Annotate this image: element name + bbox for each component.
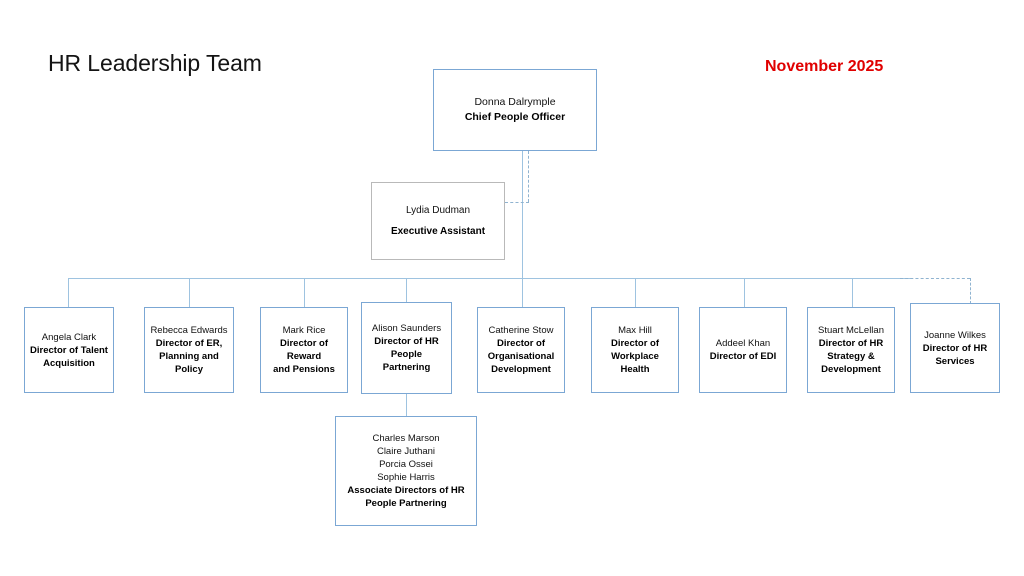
node-director-edi[interactable]: Addeel Khan Director of EDI xyxy=(699,307,787,393)
node-title-line1: Associate Directors of HR xyxy=(347,485,465,496)
node-director-workplace-health[interactable]: Max Hill Director of Workplace Health xyxy=(591,307,679,393)
node-title-line1: Director of HR xyxy=(818,338,884,349)
connector-drop-3 xyxy=(304,278,305,307)
node-director-hr-services[interactable]: Joanne Wilkes Director of HR Services xyxy=(910,303,1000,393)
node-name: Catherine Stow xyxy=(488,325,554,336)
node-title-line2: People Partnering xyxy=(382,349,431,373)
associate-name-1: Charles Marson xyxy=(372,433,440,444)
node-director-hr-people-partnering[interactable]: Alison Saunders Director of HR People Pa… xyxy=(361,302,452,394)
slide-date: November 2025 xyxy=(765,58,884,75)
node-title-line2: Reward xyxy=(286,351,322,362)
connector-drop-5 xyxy=(522,278,523,307)
node-title-line1: Director of HR xyxy=(922,342,988,354)
node-chief-people-officer[interactable]: Donna Dalrymple Chief People Officer xyxy=(433,69,597,151)
node-title-line3: Development xyxy=(491,364,551,375)
node-director-organisational-development[interactable]: Catherine Stow Director of Organisationa… xyxy=(477,307,565,393)
connector-associates-vertical xyxy=(406,394,407,416)
node-name: Angela Clark xyxy=(41,331,97,343)
associate-name-2: Claire Juthani xyxy=(376,446,436,457)
node-title: Chief People Officer xyxy=(464,111,566,123)
connector-drop-8 xyxy=(852,278,853,307)
connector-drop-1 xyxy=(68,278,69,307)
node-title-line1: Director of ER, xyxy=(155,338,223,349)
node-title-line2: Services xyxy=(935,355,975,367)
connector-ceo-vertical xyxy=(522,151,523,278)
node-associate-directors-hr-people-partnering[interactable]: Charles Marson Claire Juthani Porcia Oss… xyxy=(335,416,477,526)
node-director-talent-acquisition[interactable]: Angela Clark Director of Talent Acquisit… xyxy=(24,307,114,393)
node-title-line1: Director of HR xyxy=(374,336,439,347)
node-title-line2: Organisational xyxy=(487,351,555,362)
connector-drop-7 xyxy=(744,278,745,307)
associate-name-3: Porcia Ossei xyxy=(379,459,433,470)
node-director-hr-strategy-development[interactable]: Stuart McLellan Director of HR Strategy … xyxy=(807,307,895,393)
connector-hr-services-dashed-vertical xyxy=(970,278,971,304)
node-name: Rebecca Edwards xyxy=(150,325,228,336)
node-name: Alison Saunders xyxy=(371,323,442,334)
node-title-line3: and Pensions xyxy=(273,364,335,375)
node-title-line1: Director of xyxy=(496,338,546,349)
connector-hr-services-dashed-horizontal xyxy=(900,278,970,279)
node-executive-assistant[interactable]: Lydia Dudman Executive Assistant xyxy=(371,182,505,260)
node-title-line3: Policy xyxy=(175,364,203,375)
node-title-line2: Planning and xyxy=(159,351,219,362)
connector-bus-horizontal xyxy=(68,278,912,279)
node-title-line2: Workplace xyxy=(611,351,659,362)
node-title-line1: Director of Talent xyxy=(30,344,108,356)
connector-drop-2 xyxy=(189,278,190,307)
connector-ea-dashed-vertical xyxy=(528,151,529,202)
node-director-reward-pensions[interactable]: Mark Rice Director of Reward and Pension… xyxy=(260,307,348,393)
connector-ea-dashed-horizontal xyxy=(505,202,529,203)
node-title-line1: Director of EDI xyxy=(709,351,777,362)
node-title-line2: Acquisition xyxy=(43,357,95,369)
node-title-line3: Health xyxy=(620,364,650,375)
node-title-line2: Strategy & xyxy=(827,351,875,362)
node-name: Stuart McLellan xyxy=(817,325,884,336)
associate-name-4: Sophie Harris xyxy=(377,472,435,483)
node-name: Donna Dalrymple xyxy=(474,96,556,108)
node-title-line2: People Partnering xyxy=(365,498,447,509)
node-title-line1: Director of xyxy=(610,338,660,349)
node-name: Lydia Dudman xyxy=(405,205,471,216)
node-director-er-planning-policy[interactable]: Rebecca Edwards Director of ER, Planning… xyxy=(144,307,234,393)
node-name: Addeel Khan xyxy=(715,338,771,349)
node-title-line1: Director of xyxy=(279,338,329,349)
node-title-line3: Development xyxy=(821,364,881,375)
node-title: Executive Assistant xyxy=(390,226,486,237)
connector-drop-4 xyxy=(406,278,407,302)
node-name: Max Hill xyxy=(618,325,652,336)
node-name: Mark Rice xyxy=(282,325,326,336)
node-name: Joanne Wilkes xyxy=(924,329,986,341)
connector-drop-6 xyxy=(635,278,636,307)
page-title: HR Leadership Team xyxy=(48,50,262,76)
